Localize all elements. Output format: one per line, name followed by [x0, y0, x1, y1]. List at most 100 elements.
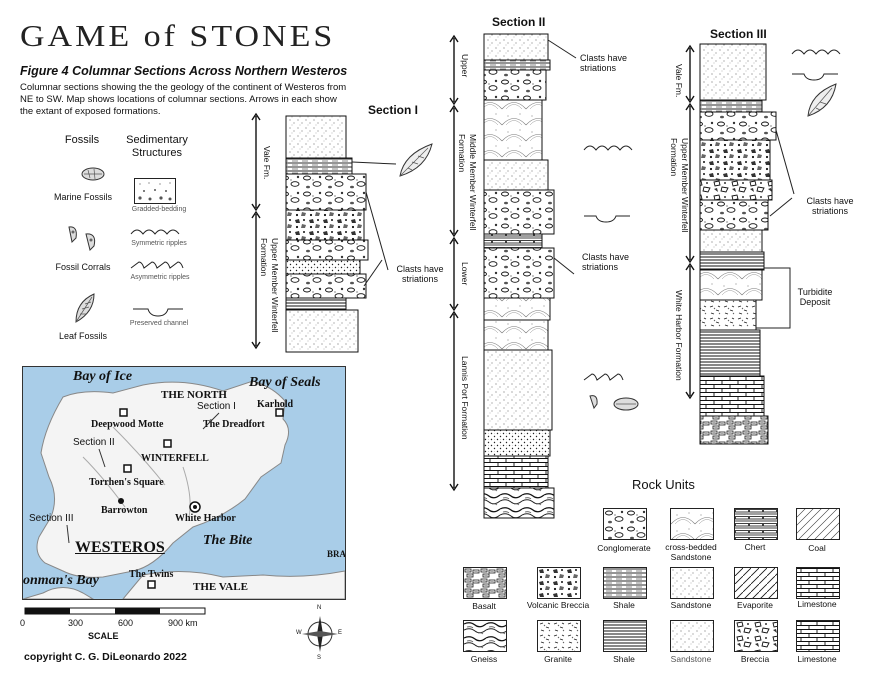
section-3-leaf-icon — [807, 83, 837, 117]
section-2-callout-2: Clasts have striations — [582, 252, 630, 272]
rock-conglomerate-swatch — [603, 508, 647, 540]
rock-chert-swatch — [734, 508, 778, 540]
coral-fossil-icon — [68, 226, 96, 251]
rock-limestone-2-swatch — [796, 620, 840, 652]
section-1-title: Section I — [368, 103, 419, 117]
map-bra: BRA — [327, 549, 346, 559]
asymmetric-ripples-label: Asymmetric ripples — [130, 274, 190, 281]
asymmetric-ripples-icon — [130, 261, 184, 269]
map-section-3-label: Section III — [29, 513, 74, 524]
rock-units-title: Rock Units — [632, 477, 695, 492]
map-bay-of-ice: Bay of Ice — [73, 369, 133, 384]
rock-shale-2-swatch — [603, 620, 647, 652]
westeros-map: Bay of Ice THE NORTH Bay of Seals Karhol… — [22, 366, 346, 600]
rock-sandstone-label: Sandstone — [670, 600, 712, 610]
section-2-upper-label: Upper — [460, 54, 470, 78]
graded-bedding-icon — [134, 178, 176, 204]
rock-breccia-swatch — [734, 620, 778, 652]
map-the-north: THE NORTH — [161, 389, 227, 401]
rock-granite-label: Granite — [544, 654, 572, 664]
scale-tick-300: 300 — [68, 618, 84, 628]
compass-n: N — [317, 605, 322, 611]
figure-description: Columnar sections showing the the geolog… — [20, 82, 347, 117]
section-3-title: Section III — [710, 27, 767, 41]
rock-conglomerate-label: Conglomerate — [597, 543, 651, 553]
rock-limestone-swatch — [796, 567, 840, 599]
rock-evaporite-label: Evaporite — [737, 600, 773, 610]
section-3-ripples — [791, 49, 841, 81]
section-2-middle-label: Middle Member Winterfell Formation — [457, 134, 478, 231]
figure-title: Figure 4 Columnar Sections Across Northe… — [20, 64, 348, 78]
section-3-winterfell-label: Upper Member Winterfell Formation — [669, 138, 690, 233]
rock-chert-label: Chert — [744, 542, 766, 552]
map-the-twins: The Twins — [129, 569, 174, 580]
map-section-1-label: Section I — [197, 401, 236, 412]
rock-coal-label: Coal — [808, 543, 826, 553]
map-markers — [66, 408, 284, 589]
section-3-arrows — [685, 44, 695, 400]
symmetric-ripples-label: Symmetric ripples — [131, 240, 187, 247]
brand-logo: GAME of STONES — [20, 19, 336, 54]
rock-volcanic-breccia-label: Volcanic Breccia — [526, 600, 590, 610]
rock-sandstone-swatch — [670, 567, 714, 599]
rock-limestone-label: Limestone — [797, 599, 837, 609]
rock-basalt-swatch — [463, 567, 507, 599]
map-section-2-label: Section II — [73, 437, 115, 448]
map-land — [23, 380, 345, 599]
section-2-ripples — [583, 145, 633, 381]
rock-shale-swatch — [603, 567, 647, 599]
section-2-title: Section II — [492, 15, 546, 29]
section-3-white-harbor-label: White Harbor Formation — [674, 290, 684, 381]
copyright-text: copyright C. G. DiLeonardo 2022 — [24, 651, 187, 663]
rock-gneiss-label: Gneiss — [470, 654, 498, 664]
compass-s: S — [317, 655, 322, 661]
compass-rose-icon — [302, 616, 338, 652]
marine-fossil-icon — [81, 167, 105, 181]
coral-fossils-label: Fossil Corrals — [55, 262, 111, 272]
rock-evaporite-swatch — [734, 567, 778, 599]
map-deepwood-motte: Deepwood Motte — [91, 419, 164, 430]
rock-limestone-2-label: Limestone — [797, 654, 837, 664]
rock-sandstone-2-label: Sandstone — [670, 654, 712, 664]
section-2-lannis-label: Lannis Port Formation — [460, 356, 470, 440]
section-1-vale-label: Vale Fm. — [262, 146, 272, 180]
section-1-winterfell-label: Upper Member Winterfell Formation — [259, 238, 280, 333]
scale-tick-600: 600 — [118, 618, 134, 628]
rock-shale-2-label: Shale — [613, 654, 635, 664]
section-2-column — [483, 33, 577, 519]
map-bay-of-seals: Bay of Seals — [249, 375, 321, 390]
rock-breccia-label: Breccia — [740, 654, 770, 664]
rock-volcanic-breccia-swatch — [537, 567, 581, 599]
section-1-callout: Clasts have striations — [396, 264, 444, 284]
preserved-channel-label: Preserved channel — [129, 320, 189, 327]
scale-tick-0: 0 — [20, 618, 26, 628]
section-2-fossil-icons — [589, 395, 639, 411]
section-3-callout-2: Turbidite Deposit — [797, 287, 833, 307]
rock-crossbedded-sandstone-swatch — [670, 508, 714, 540]
section-1-leaf-icon — [399, 143, 433, 177]
section-3-callout-1: Clasts have striations — [806, 196, 854, 216]
rock-gneiss-swatch — [463, 620, 507, 652]
rock-basalt-label: Basalt — [472, 601, 496, 611]
map-ironmans-bay: onman's Bay — [23, 573, 99, 588]
preserved-channel-icon — [133, 308, 183, 317]
rock-sandstone-2-swatch — [670, 620, 714, 652]
section-2-callout-1: Clasts have striations — [580, 53, 628, 73]
map-westeros: WESTEROS — [75, 539, 165, 556]
graded-bedding-label: Gradded-bedding — [131, 206, 187, 213]
scale-label: SCALE — [88, 631, 119, 641]
symmetric-ripples-icon — [130, 229, 180, 235]
section-2-lower-label: Lower — [460, 262, 470, 286]
structures-header: Sedimentary Structures — [126, 134, 188, 159]
map-dreadfort: The Dreadfort — [203, 419, 265, 430]
map-the-vale: THE VALE — [193, 581, 248, 593]
section-1-arrows — [251, 112, 261, 350]
map-barrowton: Barrowton — [101, 505, 148, 516]
map-karhold: Karhold — [257, 399, 294, 410]
leaf-fossils-label: Leaf Fossils — [58, 331, 108, 341]
marine-fossils-label: Marine Fossils — [53, 192, 112, 202]
compass-e: E — [338, 630, 343, 636]
section-1-column — [285, 115, 397, 353]
rock-shale-label: Shale — [613, 600, 635, 610]
map-the-bite: The Bite — [203, 533, 253, 548]
